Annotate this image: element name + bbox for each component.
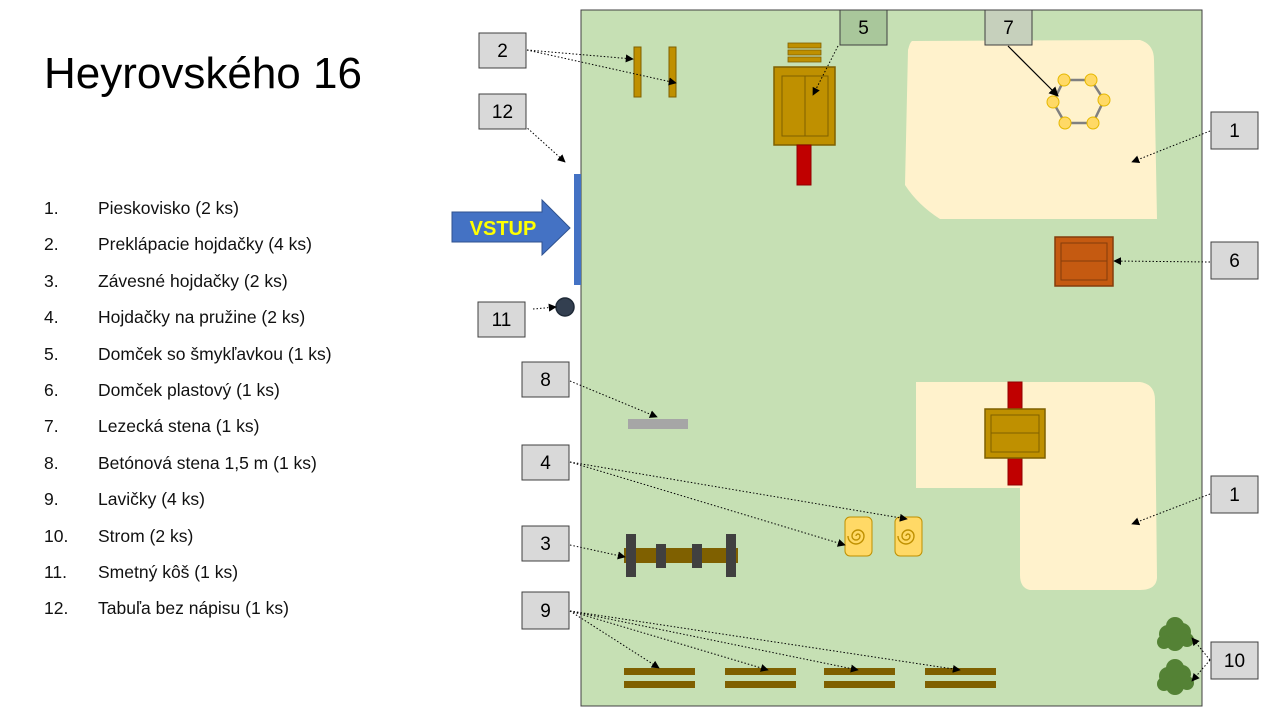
legend-label: Smetný kôš (1 ks)	[98, 561, 239, 582]
bench	[624, 668, 695, 688]
house-with-slide	[773, 42, 836, 186]
legend-label: Pieskovisko (2 ks)	[98, 198, 240, 218]
legend-item: 9. Lavičky (4 ks)	[44, 481, 332, 517]
spring-rider	[844, 516, 873, 557]
badge-label: 5	[858, 18, 869, 39]
hanging-swing	[624, 534, 738, 577]
legend-number: 5.	[44, 343, 59, 364]
seesaw	[633, 46, 642, 98]
badge-6: 6	[1210, 241, 1259, 280]
badge-2: 2	[478, 32, 527, 69]
entrance-board	[574, 174, 581, 285]
badge-label: 1	[1229, 485, 1240, 506]
badge-7: 7	[984, 9, 1033, 46]
leader-line-solid	[1007, 45, 1059, 97]
legend-number: 12.	[44, 598, 69, 619]
legend-label: Tabuľa bez nápisu (1 ks)	[98, 598, 289, 619]
legend-label: Lezecká stena (1 ks)	[98, 416, 260, 437]
badge-1-top: 1	[1210, 111, 1259, 150]
badge-4: 4	[521, 444, 570, 481]
leader-lines	[524, 45, 1211, 682]
page-title: Heyrovského 16	[44, 49, 362, 98]
legend-item: 3. Závesné hojdačky (2 ks)	[44, 263, 332, 299]
legend-item: 10. Strom (2 ks)	[44, 518, 332, 554]
legend-item: 12. Tabuľa bez nápisu (1 ks)	[44, 590, 332, 626]
bench	[824, 668, 895, 688]
badge-label: 3	[540, 534, 551, 555]
badge-label: 7	[1003, 18, 1014, 39]
badge-5: 5	[839, 9, 888, 46]
plastic-house	[1054, 236, 1114, 287]
concrete-wall	[628, 419, 688, 429]
sandbox-house	[984, 381, 1046, 486]
entrance-label: VSTUP	[470, 218, 537, 240]
legend-number: 7.	[44, 416, 59, 437]
spring-rider	[894, 516, 923, 557]
badge-label: 10	[1224, 651, 1245, 672]
badge-1-bottom: 1	[1210, 475, 1259, 514]
tree	[1157, 659, 1194, 695]
legend-number: 11.	[44, 561, 68, 582]
legend-number: 3.	[44, 270, 59, 291]
sandbox-top	[905, 40, 1157, 219]
badge-label: 9	[540, 601, 551, 622]
legend-number: 2.	[44, 234, 59, 255]
legend-label: Preklápacie hojdačky (4 ks)	[98, 234, 312, 255]
legend-item: 11. Smetný kôš (1 ks)	[44, 554, 332, 590]
legend-number: 6.	[44, 379, 59, 400]
sandbox-bottom	[916, 382, 1157, 590]
badge-label: 6	[1229, 251, 1240, 272]
legend-label: Lavičky (4 ks)	[98, 489, 205, 510]
legend-item: 2. Preklápacie hojdačky (4 ks)	[44, 226, 332, 262]
legend-list: 1. Pieskovisko (2 ks) 2. Preklápacie hojda…	[44, 190, 332, 627]
legend-number: 8.	[44, 452, 59, 473]
badge-label: 12	[492, 102, 513, 123]
badge-3: 3	[521, 525, 570, 562]
tree	[1157, 617, 1194, 651]
legend-label: Hojdačky na pružine (2 ks)	[98, 307, 306, 328]
badge-label: 4	[540, 453, 551, 474]
legend-label: Domček plastový (1 ks)	[98, 379, 280, 400]
badge-label: 11	[492, 310, 512, 331]
legend-item: 4. Hojdačky na pružine (2 ks)	[44, 299, 332, 335]
badge-label: 2	[497, 41, 508, 62]
legend-number: 4.	[44, 307, 59, 328]
legend-item: 1. Pieskovisko (2 ks)	[44, 190, 332, 226]
legend-item: 5. Domček so šmykľavkou (1 ks)	[44, 336, 332, 372]
badge-11: 11	[477, 301, 526, 338]
legend-label: Strom (2 ks)	[98, 525, 194, 546]
legend-label: Závesné hojdačky (2 ks)	[98, 270, 288, 291]
badge-label: 8	[540, 370, 551, 391]
legend-label: Domček so šmykľavkou (1 ks)	[98, 343, 332, 364]
badge-9: 9	[521, 591, 570, 630]
trash-bin	[555, 297, 575, 317]
legend-number: 9.	[44, 489, 59, 510]
legend-item: 8. Betónová stena 1,5 m (1 ks)	[44, 445, 332, 481]
badge-12: 12	[478, 93, 527, 130]
legend-number: 10.	[44, 525, 69, 546]
legend-item: 6. Domček plastový (1 ks)	[44, 372, 332, 408]
badge-label: 1	[1229, 121, 1240, 142]
legend-number: 1.	[44, 198, 59, 218]
entrance-arrow	[451, 198, 571, 257]
legend-label: Betónová stena 1,5 m (1 ks)	[98, 452, 317, 473]
badge-8: 8	[521, 361, 570, 398]
badge-10: 10	[1210, 641, 1259, 680]
legend-item: 7. Lezecká stena (1 ks)	[44, 408, 332, 444]
seesaw	[668, 46, 677, 98]
